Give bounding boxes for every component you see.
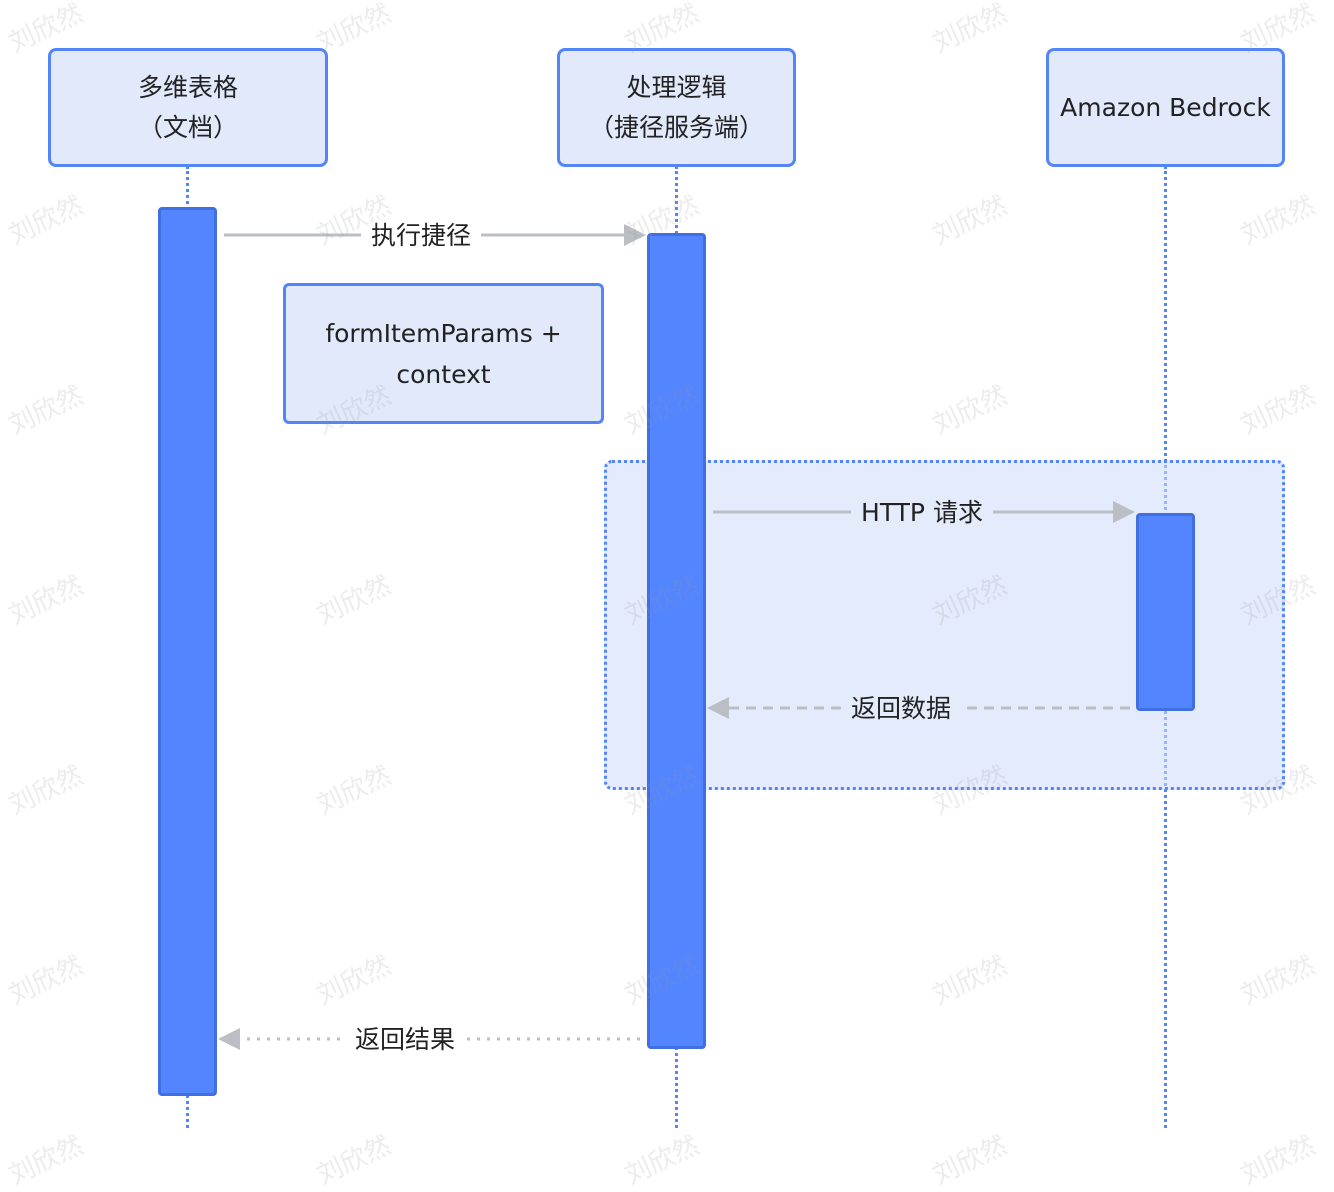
participant-docs[interactable]: 多维表格 （文档）	[48, 48, 328, 167]
note-line-1: formItemParams +	[325, 318, 562, 348]
participant-logic[interactable]: 处理逻辑 （捷径服务端）	[557, 48, 796, 167]
note-params: formItemParams + context	[283, 283, 604, 424]
message-label-return-result: 返回结果	[344, 1023, 466, 1057]
arrowhead-return-data	[707, 697, 729, 719]
participant-bedrock[interactable]: Amazon Bedrock	[1046, 48, 1285, 167]
participant-logic-subtitle: （捷径服务端）	[588, 112, 764, 142]
participant-bedrock-title: Amazon Bedrock	[1060, 92, 1271, 122]
message-label-http: HTTP 请求	[851, 496, 993, 530]
arrowhead-execute	[624, 224, 646, 246]
activation-docs	[158, 207, 217, 1096]
message-label-return-data: 返回数据	[840, 692, 962, 726]
note-line-2: context	[396, 359, 491, 389]
arrowhead-return-result	[218, 1028, 240, 1050]
participant-docs-title: 多维表格	[137, 72, 238, 102]
activation-logic	[647, 233, 706, 1049]
participant-docs-subtitle: （文档）	[137, 112, 238, 142]
message-label-execute: 执行捷径	[360, 219, 482, 253]
participant-logic-title: 处理逻辑	[626, 72, 727, 102]
arrowhead-http	[1113, 501, 1135, 523]
activation-bedrock	[1136, 513, 1195, 711]
